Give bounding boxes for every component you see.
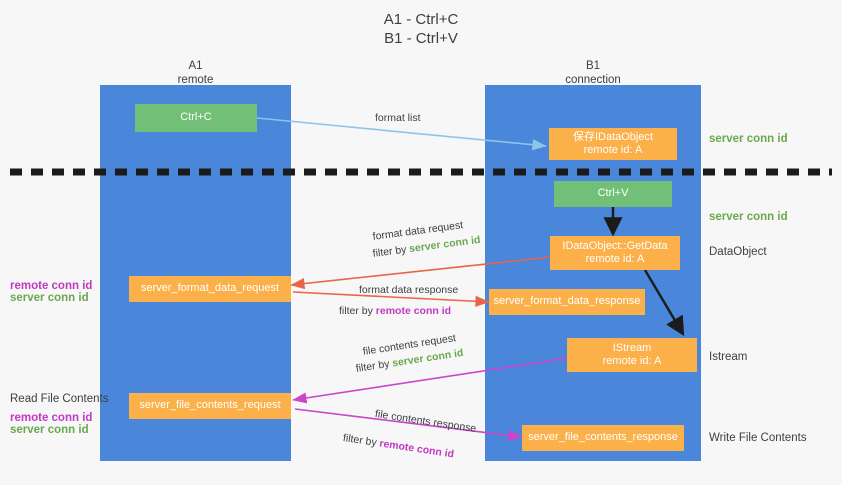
page-title: A1 - Ctrl+C B1 - Ctrl+V <box>0 10 842 48</box>
edge-label-format-data-response-text: format data response <box>359 284 459 296</box>
box-server-format-data-response-label: server_format_data_response <box>493 295 641 308</box>
left-label-read-file-contents: Read File Contents <box>10 393 109 405</box>
filter-prefix-2: filter by <box>339 305 376 317</box>
box-getdata-line1: IDataObject::GetData <box>562 239 668 252</box>
box-ctrl-c-label: Ctrl+C <box>180 111 212 124</box>
edge-label-format-list-text: format list <box>375 112 421 124</box>
box-server-format-data-request-label: server_format_data_request <box>140 282 280 295</box>
lane-a1-sub: remote <box>177 74 214 86</box>
left-label-remote-conn-id-2: remote conn id <box>10 412 93 424</box>
lane-b1-name: B1 <box>585 60 601 72</box>
box-save-idataobject-line2: remote id: A <box>583 144 643 156</box>
left-label-server-conn-id-2: server conn id <box>10 424 89 436</box>
box-server-format-data-response[interactable]: server_format_data_response <box>489 289 645 315</box>
box-save-idataobject[interactable]: 保存IDataObject remote id: A <box>549 128 677 160</box>
title-line-2: B1 - Ctrl+V <box>384 30 458 47</box>
arrow-file-contents-request <box>292 357 569 404</box>
box-save-idataobject-line1: 保存IDataObject <box>572 130 654 143</box>
arrow-format-data-response <box>292 291 490 307</box>
left-label-remote-conn-id-1: remote conn id <box>10 280 93 292</box>
right-label-server-conn-id-top: server conn id <box>709 133 788 145</box>
box-server-file-contents-request[interactable]: server_file_contents_request <box>129 393 291 419</box>
lane-b1-sub: connection <box>565 74 621 86</box>
edge-label-format-data-response-filter: filter by remote conn id <box>339 305 451 318</box>
box-istream-line1: IStream <box>612 341 652 354</box>
arrow-file-contents-response <box>294 408 523 441</box>
box-ctrl-c[interactable]: Ctrl+C <box>135 104 257 132</box>
edge-label-format-list: format list <box>375 112 421 125</box>
edge-label-format-data-response: format data response <box>359 284 458 297</box>
right-label-istream: Istream <box>709 351 748 363</box>
arrow-format-list <box>256 117 547 151</box>
right-label-dataobject: DataObject <box>709 246 767 258</box>
box-server-format-data-request[interactable]: server_format_data_request <box>129 276 291 302</box>
arrow-getdata-istream <box>643 269 685 337</box>
filter-value-remote-conn-id-1: remote conn id <box>375 305 452 317</box>
box-server-file-contents-response[interactable]: server_file_contents_response <box>522 425 684 451</box>
box-ctrl-v[interactable]: Ctrl+V <box>554 181 672 207</box>
box-server-file-contents-response-label: server_file_contents_response <box>528 431 678 444</box>
right-label-write-file-contents: Write File Contents <box>709 432 807 444</box>
right-label-server-conn-id-mid: server conn id <box>709 211 788 223</box>
title-line-1: A1 - Ctrl+C <box>383 11 459 28</box>
lane-header-b1: B1 connection <box>485 59 701 87</box>
box-istream-line2: remote id: A <box>602 355 662 367</box>
left-label-server-conn-id-1: server conn id <box>10 292 89 304</box>
box-istream[interactable]: IStream remote id: A <box>567 338 697 372</box>
box-server-file-contents-request-label: server_file_contents_request <box>139 399 281 412</box>
arrow-format-data-request <box>290 256 552 290</box>
box-ctrl-v-label: Ctrl+V <box>597 187 629 200</box>
lane-header-a1: A1 remote <box>100 59 291 87</box>
lane-a1-name: A1 <box>188 60 203 72</box>
box-getdata-line2: remote id: A <box>585 253 645 265</box>
box-idataobject-getdata[interactable]: IDataObject::GetData remote id: A <box>550 236 680 270</box>
